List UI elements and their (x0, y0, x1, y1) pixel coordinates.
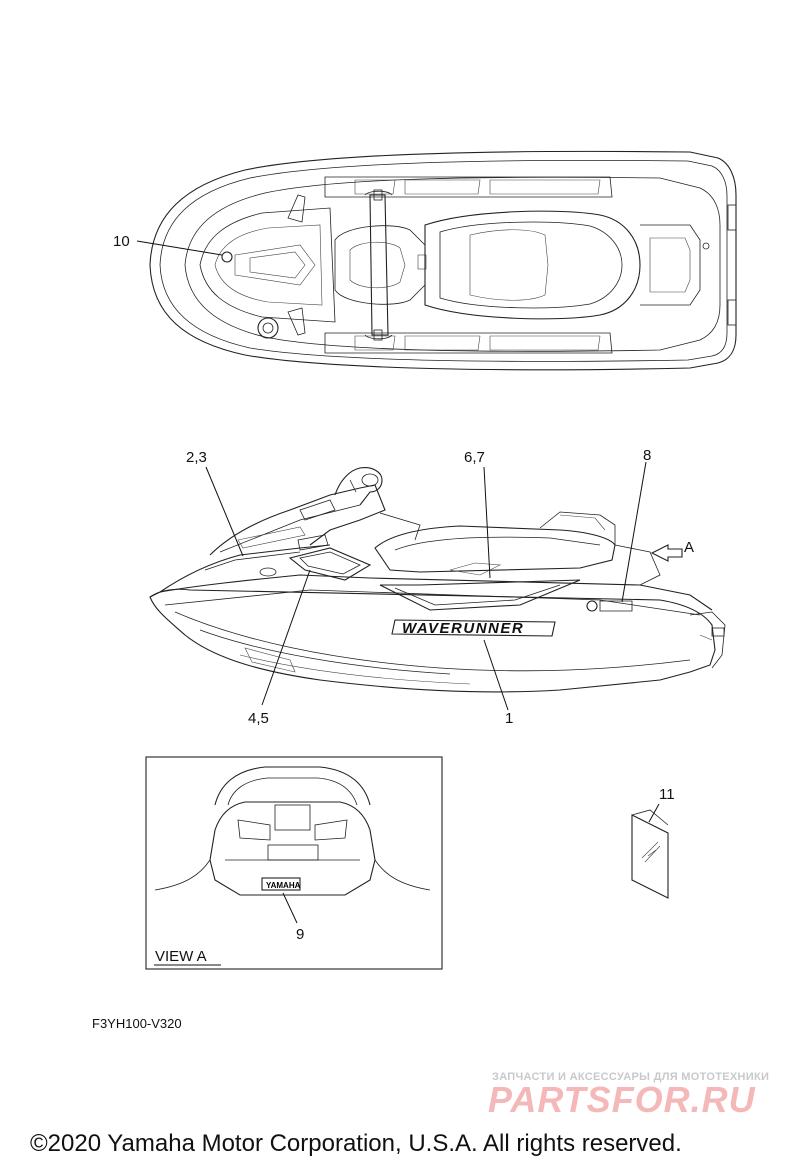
yamaha-badge (586, 600, 633, 612)
yamaha-plate-text: YAMAHA (266, 881, 301, 890)
callout-6-7: 6,7 (464, 449, 485, 466)
view-a-frame: YAMAHA VIEW A (145, 756, 443, 970)
copyright-notice: ©2020 Yamaha Motor Corporation, U.S.A. A… (30, 1130, 682, 1157)
callout-11: 11 (659, 786, 675, 803)
waverunner-decal: WAVERUNNER (391, 619, 556, 637)
leader-lines (205, 461, 660, 924)
side-view-watercraft: WAVERUNNER (149, 467, 726, 693)
waverunner-decal-text: WAVERUNNER (402, 620, 524, 637)
top-view-watercraft (136, 150, 737, 371)
watermark-tagline: ЗАПЧАСТИ И АКСЕССУАРЫ ДЛЯ МОТОТЕХНИКИ (492, 1071, 770, 1083)
callout-10: 10 (113, 233, 130, 250)
callout-8: 8 (643, 447, 651, 464)
callout-1: 1 (505, 710, 513, 727)
watermark-logo: PARTSFOR.RU (488, 1079, 756, 1120)
callout-9: 9 (296, 926, 304, 943)
view-a-label: VIEW A (155, 948, 207, 965)
callout-A: A (684, 539, 694, 556)
callout-4-5: 4,5 (248, 710, 269, 727)
callout-2-3: 2,3 (186, 449, 207, 466)
diagram-code: F3YH100-V320 (92, 1016, 182, 1031)
item-11-label-card (631, 809, 669, 899)
